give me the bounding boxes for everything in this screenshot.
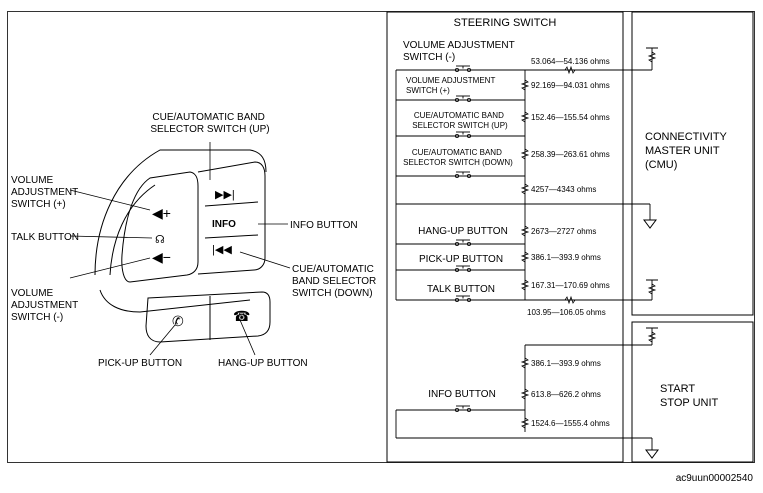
- volume-minus-icon: ◀−: [152, 249, 171, 265]
- r3-value: 152.46—155.54 ohms: [531, 113, 610, 122]
- talk-button-label: TALK BUTTON: [11, 232, 79, 243]
- cmu-resistor-bottom: [647, 283, 657, 295]
- ground-symbol-2: [645, 449, 659, 459]
- resistance-values: 53.064—54.136 ohms 92.169—94.031 ohms 15…: [527, 57, 610, 428]
- start-stop-label: START STOP UNIT: [660, 383, 719, 409]
- r7-value: 386.1—393.9 ohms: [531, 253, 601, 262]
- diagram-frame: [7, 11, 755, 463]
- r6-value: 2673—2727 ohms: [531, 227, 596, 236]
- switch-vol-plus: [454, 95, 472, 103]
- resistor-r6: [520, 225, 530, 237]
- steering-switch-illustration: [94, 149, 271, 343]
- talk-icon: ☊: [155, 234, 165, 246]
- leader-lines: [69, 142, 291, 356]
- cue-up-label: CUE/AUTOMATIC BAND SELECTOR SWITCH (UP): [150, 112, 269, 135]
- resistor-r4: [520, 148, 530, 160]
- resistor-r8: [520, 279, 530, 291]
- wheel-spoke-lower: [99, 289, 251, 313]
- ground-symbol-1: [643, 219, 657, 229]
- steering-switch-box: [386, 11, 624, 463]
- r10-value: 386.1—393.9 ohms: [531, 359, 601, 368]
- resistor-r1: [564, 65, 576, 75]
- cue-down-label: CUE/AUTOMATIC BAND SELECTOR SWITCH (DOWN…: [292, 264, 379, 299]
- resistor-r5: [520, 183, 530, 195]
- right-switch-panel: [197, 161, 266, 275]
- svg-text:☊: ☊: [155, 234, 165, 246]
- resistor-r2: [520, 79, 530, 91]
- r4-value: 258.39—263.61 ohms: [531, 150, 610, 159]
- sw-hangup-label: HANG-UP BUTTON: [418, 226, 508, 237]
- svg-text:▶▶|: ▶▶|: [215, 189, 235, 201]
- cmu-label: CONNECTIVITY MASTER UNIT (CMU): [645, 131, 730, 171]
- r5-value: 4257—4343 ohms: [531, 185, 596, 194]
- resistor-r7: [520, 251, 530, 263]
- start-stop-box: [631, 321, 754, 463]
- r2-value: 92.169—94.031 ohms: [531, 81, 610, 90]
- volume-plus-label: VOLUME ADJUSTMENT SWITCH (+): [11, 175, 81, 210]
- r11-value: 613.8—626.2 ohms: [531, 390, 601, 399]
- info-face-label: INFO: [212, 219, 236, 230]
- left-switch-panel: [121, 171, 199, 283]
- svg-text:◀−: ◀−: [152, 249, 171, 265]
- resistor-r9: [564, 295, 576, 305]
- terminals: [643, 47, 659, 459]
- svg-text:◀+: ◀+: [152, 205, 171, 221]
- figure-code: ac9uun00002540: [675, 473, 753, 484]
- r8-value: 167.31—170.69 ohms: [531, 281, 610, 290]
- switch-talk: [454, 295, 472, 303]
- sw-info-label: INFO BUTTON: [428, 389, 496, 400]
- r1-value: 53.064—54.136 ohms: [531, 57, 610, 66]
- resistor-r12: [520, 417, 530, 429]
- info-button-label: INFO BUTTON: [290, 220, 358, 231]
- lower-button-panel: [145, 291, 271, 343]
- prev-track-icon: |◀◀: [212, 244, 232, 256]
- switch-vol-minus: [454, 65, 472, 73]
- resistor-r10: [520, 357, 530, 369]
- phone-hangup-icon: ☎: [233, 308, 250, 324]
- cmu-resistor-top: [647, 51, 657, 63]
- resistor-r3: [520, 111, 530, 123]
- next-track-icon: ▶▶|: [215, 189, 235, 201]
- volume-minus-label: VOLUME ADJUSTMENT SWITCH (-): [11, 288, 81, 323]
- sw-pickup-label: PICK-UP BUTTON: [419, 254, 503, 265]
- r12-value: 1524.6—1555.4 ohms: [531, 419, 610, 428]
- pickup-button-label: PICK-UP BUTTON: [98, 358, 182, 369]
- svg-text:|◀◀: |◀◀: [212, 244, 232, 256]
- switch-info: [454, 405, 472, 413]
- sw-talk-label: TALK BUTTON: [427, 284, 495, 295]
- resistor-symbols: [520, 51, 657, 429]
- cmu-box: [631, 11, 754, 316]
- volume-plus-icon: ◀+: [152, 205, 171, 221]
- sw-vol-minus-label: VOLUME ADJUSTMENT SWITCH (-): [403, 40, 517, 63]
- wheel-inner-edge: [109, 184, 156, 276]
- switch-cue-down: [454, 171, 472, 179]
- wheel-spoke-outline: [94, 149, 267, 276]
- steering-switch-title: STEERING SWITCH: [454, 17, 557, 29]
- switch-pickup: [454, 265, 472, 273]
- sw-cue-up-label: CUE/AUTOMATIC BAND SELECTOR SWITCH (UP): [412, 111, 508, 130]
- ssu-resistor-top: [647, 331, 657, 343]
- r9-value: 103.95—106.05 ohms: [527, 308, 606, 317]
- svg-text:☎: ☎: [233, 308, 250, 324]
- switch-hangup: [454, 239, 472, 247]
- switch-cue-up: [454, 131, 472, 139]
- sw-cue-down-label: CUE/AUTOMATIC BAND SELECTOR SWITCH (DOWN…: [403, 148, 513, 167]
- sw-vol-plus-label: VOLUME ADJUSTMENT SWITCH (+): [406, 76, 497, 95]
- hangup-button-label: HANG-UP BUTTON: [218, 358, 308, 369]
- resistor-r11: [520, 388, 530, 400]
- schematic-wiring: [395, 48, 653, 450]
